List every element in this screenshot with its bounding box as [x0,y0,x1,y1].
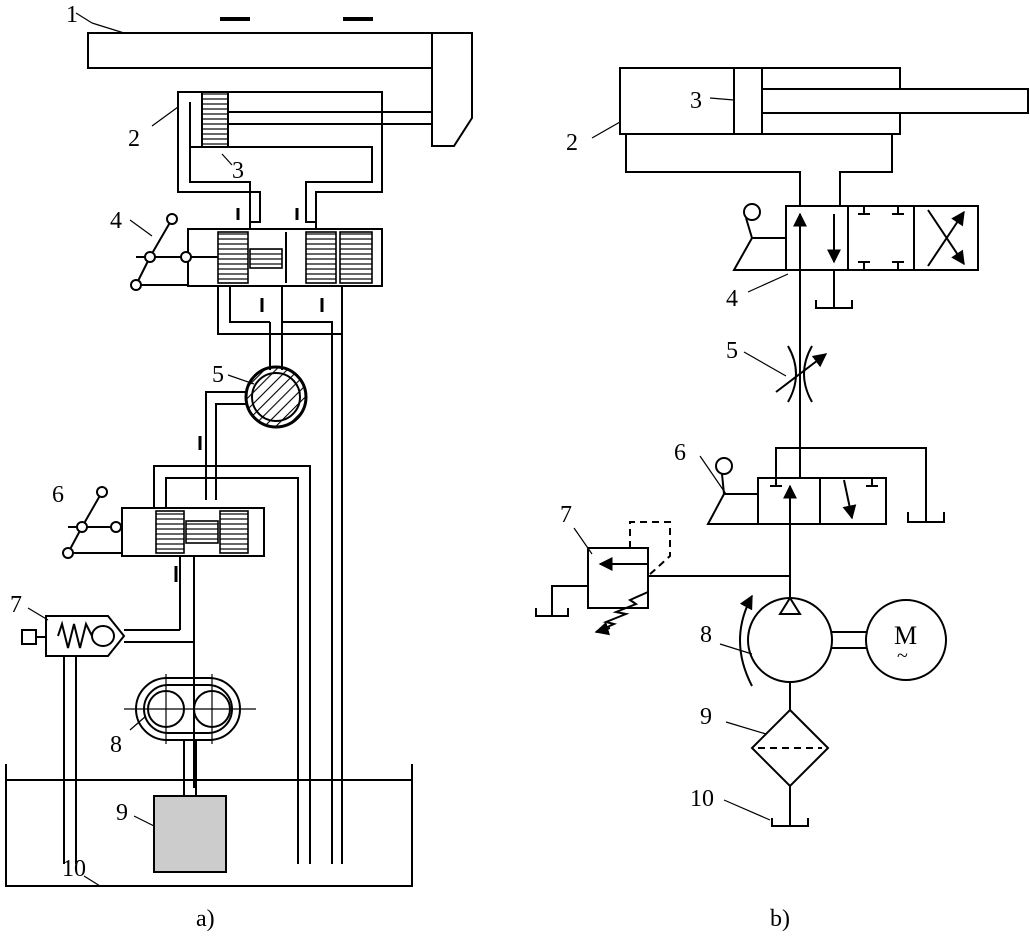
oil-filter-a [133,795,227,873]
relief-valve-b [535,521,671,636]
caption-b: b) [770,906,790,932]
label-a-2: 2 [128,126,140,152]
pump-b [719,594,866,710]
label-b-5: 5 [726,338,738,364]
label-a-5: 5 [212,362,224,388]
label-a-1: 1 [66,2,78,28]
label-a-9: 9 [116,800,128,826]
start-stop-valve-a [62,465,311,864]
label-b-4: 4 [726,286,738,312]
label-a-4: 4 [110,208,122,234]
throttle-valve-a [198,365,308,500]
label-b-6: 6 [674,440,686,466]
diagram-a: 1 2 3 4 5 6 7 8 9 10 a) [5,2,473,932]
motor-tilde: ~ [897,645,908,667]
label-b-8: 8 [700,622,712,648]
electric-motor-b: M ~ [865,599,947,681]
oil-tank-a [5,764,413,887]
start-stop-valve-b [699,447,945,525]
worktable [75,12,473,147]
caption-a: a) [196,906,215,932]
label-a-7: 7 [10,592,22,618]
label-a-8: 8 [110,732,122,758]
valve-a-lower-passages [217,286,343,864]
cylinder-a [151,91,432,223]
oil-filter-b [723,708,830,827]
relief-valve-a [21,607,194,864]
label-b-2: 2 [566,130,578,156]
label-b-10: 10 [690,786,714,812]
throttle-valve-b [743,345,828,403]
label-b-3: 3 [690,88,702,114]
label-a-3: 3 [232,158,244,184]
label-b-7: 7 [560,502,572,528]
reversing-valve-a [129,192,383,291]
label-b-9: 9 [700,704,712,730]
label-a-6: 6 [52,482,64,508]
motor-symbol: M [894,621,917,650]
reversing-valve-b [732,203,979,309]
gear-pump-a [124,674,256,796]
cylinder-b [591,67,1029,206]
label-a-10: 10 [62,856,86,882]
diagram-b: M ~ 2 3 4 5 6 7 8 9 10 b) [535,67,1029,932]
